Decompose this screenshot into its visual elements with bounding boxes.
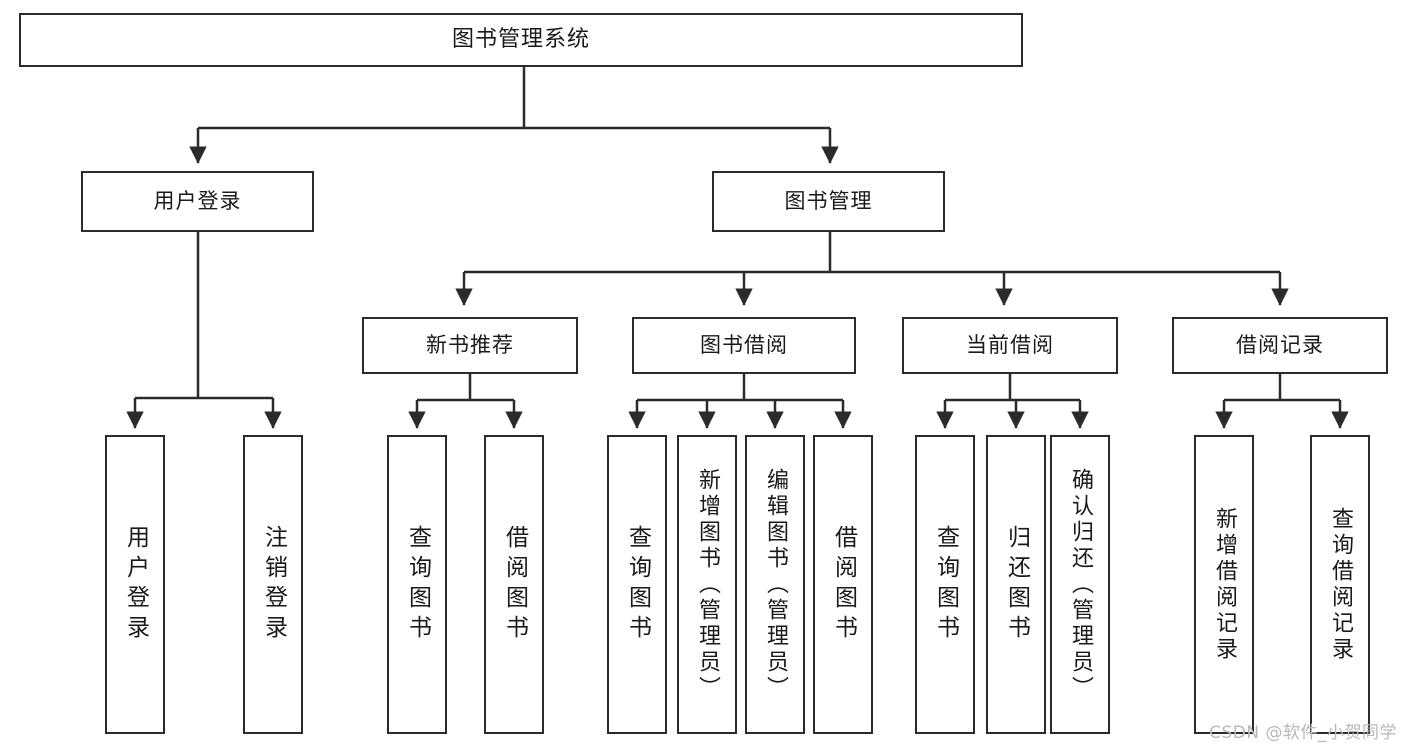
node-current-borrow[interactable]: 当前借阅	[902, 317, 1118, 374]
node-label: 确认归还（管理员）	[1068, 467, 1093, 702]
leaf-current-borrow-confirm-return[interactable]: 确认归还（管理员）	[1050, 435, 1110, 734]
node-label: 新增借阅记录	[1212, 506, 1237, 663]
node-label: 图书管理	[784, 188, 873, 213]
node-label: 借阅图书	[501, 524, 528, 645]
node-label: 借阅图书	[830, 524, 857, 645]
node-label: 图书管理系统	[451, 26, 590, 52]
node-label: 编辑图书（管理员）	[763, 467, 788, 702]
leaf-new-books-query[interactable]: 查询图书	[387, 435, 447, 734]
leaf-user-login-signout[interactable]: 注销登录	[243, 435, 303, 734]
node-label: 新书推荐	[426, 332, 514, 357]
node-label: 注销登录	[260, 524, 287, 645]
node-label: 查询图书	[404, 524, 431, 645]
leaf-borrow-records-query[interactable]: 查询借阅记录	[1310, 435, 1370, 734]
node-borrow-records[interactable]: 借阅记录	[1172, 317, 1388, 374]
leaf-current-borrow-return[interactable]: 归还图书	[986, 435, 1046, 734]
node-book-management[interactable]: 图书管理	[712, 171, 945, 232]
node-label: 图书借阅	[700, 332, 788, 357]
leaf-borrow-records-add[interactable]: 新增借阅记录	[1194, 435, 1254, 734]
node-new-book-recommend[interactable]: 新书推荐	[362, 317, 578, 374]
node-label: 查询图书	[932, 524, 959, 645]
node-label: 借阅记录	[1236, 332, 1324, 357]
node-root[interactable]: 图书管理系统	[19, 13, 1023, 67]
leaf-user-login-signin[interactable]: 用户登录	[105, 435, 165, 734]
node-label: 用户登录	[122, 524, 149, 645]
node-label: 查询借阅记录	[1328, 506, 1353, 663]
node-label: 查询图书	[624, 524, 651, 645]
node-label: 新增图书（管理员）	[695, 467, 720, 702]
node-book-borrow[interactable]: 图书借阅	[632, 317, 856, 374]
leaf-book-borrow-add[interactable]: 新增图书（管理员）	[677, 435, 737, 734]
leaf-book-borrow-borrow[interactable]: 借阅图书	[813, 435, 873, 734]
node-label: 用户登录	[153, 188, 242, 213]
node-label: 归还图书	[1003, 524, 1030, 645]
node-user-login[interactable]: 用户登录	[81, 171, 314, 232]
leaf-current-borrow-query[interactable]: 查询图书	[915, 435, 975, 734]
node-label: 当前借阅	[966, 332, 1054, 357]
leaf-book-borrow-edit[interactable]: 编辑图书（管理员）	[745, 435, 805, 734]
leaf-new-books-borrow[interactable]: 借阅图书	[484, 435, 544, 734]
leaf-book-borrow-query[interactable]: 查询图书	[607, 435, 667, 734]
